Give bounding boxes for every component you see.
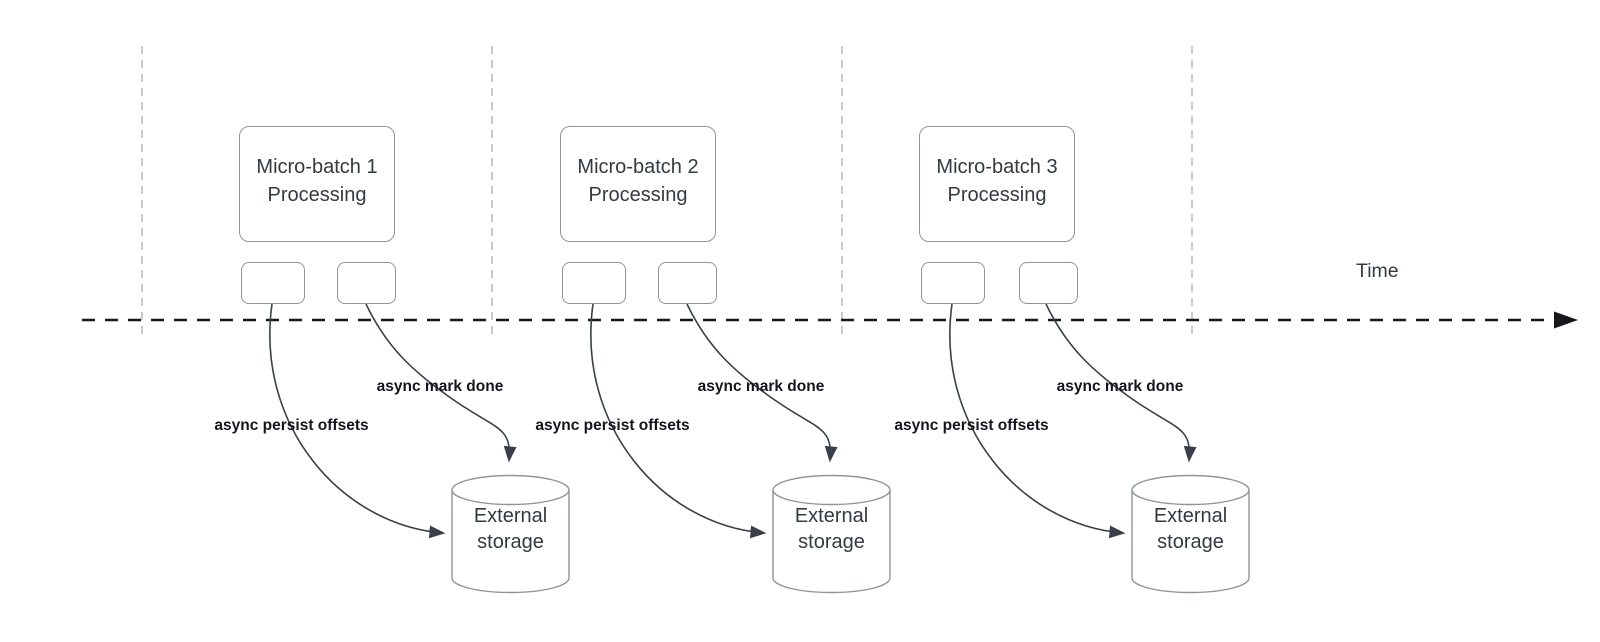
mark-done-label-1: async mark done bbox=[376, 378, 504, 395]
process-box-label-line1: Micro-batch 1 bbox=[256, 156, 378, 178]
micro-batch-2-processing-box: Micro-batch 2 Processing bbox=[560, 126, 716, 242]
storage-cylinder-3 bbox=[1131, 474, 1250, 594]
storage-cylinder-top bbox=[1131, 474, 1250, 506]
persist-offsets-arrow-1 bbox=[269, 303, 446, 539]
storage-label-line2: storage bbox=[798, 531, 865, 553]
mark-done-arrow-1 bbox=[365, 303, 517, 463]
storage-label-line1: External bbox=[473, 505, 548, 527]
task-slot-1b bbox=[337, 262, 396, 304]
mark-done-arrow-3 bbox=[1045, 303, 1197, 463]
task-slot-2b bbox=[658, 262, 717, 304]
time-axis-arrowhead-icon bbox=[1554, 311, 1578, 329]
process-box-label-line2: Processing bbox=[947, 184, 1047, 206]
external-storage-label-3: External storage bbox=[1132, 503, 1249, 555]
micro-batch-1-processing-box: Micro-batch 1 Processing bbox=[239, 126, 395, 242]
process-box-label-line1: Micro-batch 3 bbox=[936, 156, 1058, 178]
storage-cylinder-body bbox=[1131, 490, 1250, 594]
task-slot-1a bbox=[241, 262, 305, 304]
mark-done-arrow-2 bbox=[686, 303, 838, 463]
mark-done-label-2: async mark done bbox=[697, 378, 825, 395]
persist-offsets-label-3: async persist offsets bbox=[894, 417, 1049, 434]
storage-cylinder-2 bbox=[772, 474, 891, 594]
process-box-label-line1: Micro-batch 2 bbox=[577, 156, 699, 178]
persist-offsets-arrow-3 bbox=[949, 303, 1126, 539]
storage-cylinder-top bbox=[772, 474, 891, 506]
external-storage-label-1: External storage bbox=[452, 503, 569, 555]
storage-cylinder-body bbox=[451, 490, 570, 594]
persist-offsets-label-2: async persist offsets bbox=[535, 417, 690, 434]
persist-offsets-arrow-2 bbox=[590, 303, 767, 539]
persist-offsets-label-1: async persist offsets bbox=[214, 417, 369, 434]
storage-label-line2: storage bbox=[1157, 531, 1224, 553]
mark-done-label-3: async mark done bbox=[1056, 378, 1184, 395]
storage-label-line1: External bbox=[794, 505, 869, 527]
process-box-label-line2: Processing bbox=[267, 184, 367, 206]
storage-cylinder-top bbox=[451, 474, 570, 506]
storage-cylinder-1 bbox=[451, 474, 570, 594]
external-storage-label-2: External storage bbox=[773, 503, 890, 555]
storage-label-line1: External bbox=[1153, 505, 1228, 527]
time-axis-label: Time bbox=[1356, 260, 1399, 282]
task-slot-3b bbox=[1019, 262, 1078, 304]
task-slot-3a bbox=[921, 262, 985, 304]
storage-cylinder-body bbox=[772, 490, 891, 594]
task-slot-2a bbox=[562, 262, 626, 304]
storage-label-line2: storage bbox=[477, 531, 544, 553]
micro-batch-3-processing-box: Micro-batch 3 Processing bbox=[919, 126, 1075, 242]
process-box-label-line2: Processing bbox=[588, 184, 688, 206]
